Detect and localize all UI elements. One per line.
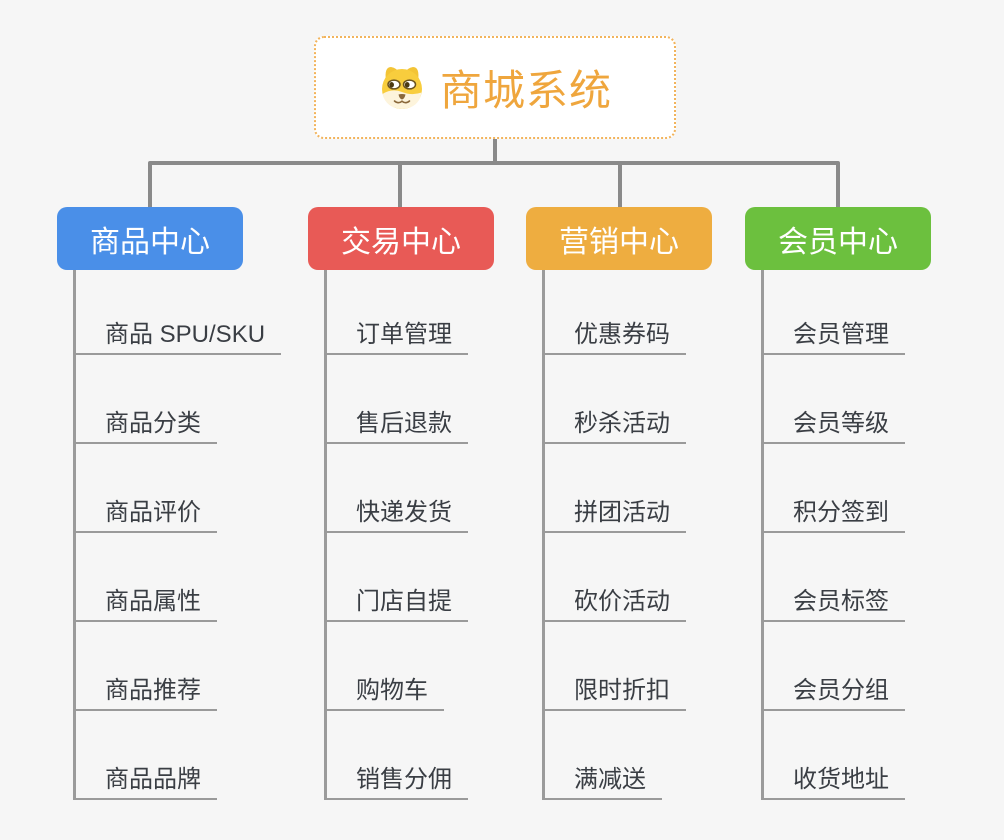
- doge-icon: [378, 64, 426, 112]
- topic-node[interactable]: 积分签到: [761, 497, 905, 533]
- branch-header-trade[interactable]: 交易中心: [308, 207, 494, 270]
- topic-node[interactable]: 商品品牌: [73, 764, 217, 800]
- branch-header-label: 营销中心: [559, 225, 679, 259]
- branch-header-marketing[interactable]: 营销中心: [526, 207, 712, 270]
- branch-spine: [542, 270, 545, 800]
- topic-node[interactable]: 限时折扣: [542, 675, 686, 711]
- root-topic[interactable]: 商城系统: [314, 36, 676, 139]
- branch-header-label: 商品中心: [90, 225, 210, 259]
- branch-drop-connector: [618, 163, 622, 207]
- topic-node[interactable]: 拼团活动: [542, 497, 686, 533]
- topic-node[interactable]: 售后退款: [324, 408, 468, 444]
- topic-node[interactable]: 商品 SPU/SKU: [73, 319, 282, 355]
- topic-node[interactable]: 优惠券码: [542, 319, 686, 355]
- topic-node[interactable]: 会员分组: [761, 675, 905, 711]
- topic-node[interactable]: 砍价活动: [542, 586, 686, 622]
- branch-spine: [73, 270, 76, 800]
- root-stem-connector: [493, 139, 497, 163]
- branch-drop-connector: [836, 163, 840, 207]
- root-topic-label: 商城系统: [439, 67, 612, 114]
- branch-header-label: 会员中心: [778, 225, 898, 259]
- topic-node[interactable]: 商品推荐: [73, 675, 217, 711]
- branch-drop-connector: [398, 163, 402, 207]
- topic-node[interactable]: 订单管理: [324, 319, 468, 355]
- branch-drop-connector: [148, 163, 152, 207]
- topic-node[interactable]: 会员管理: [761, 319, 905, 355]
- topic-node[interactable]: 商品分类: [73, 408, 217, 444]
- topic-node[interactable]: 销售分佣: [324, 764, 468, 800]
- topic-node[interactable]: 收货地址: [761, 764, 905, 800]
- topic-node[interactable]: 会员标签: [761, 586, 905, 622]
- branch-header-product[interactable]: 商品中心: [57, 207, 243, 270]
- branch-spine: [761, 270, 764, 800]
- topic-node[interactable]: 会员等级: [761, 408, 905, 444]
- branch-horizontal-connector: [148, 161, 840, 165]
- topic-node[interactable]: 商品评价: [73, 497, 217, 533]
- topic-node[interactable]: 购物车: [324, 675, 444, 711]
- topic-node[interactable]: 满减送: [542, 764, 662, 800]
- branch-header-label: 交易中心: [341, 225, 461, 259]
- topic-node[interactable]: 门店自提: [324, 586, 468, 622]
- topic-node[interactable]: 快递发货: [324, 497, 468, 533]
- topic-node[interactable]: 商品属性: [73, 586, 217, 622]
- branch-header-member[interactable]: 会员中心: [745, 207, 931, 270]
- topic-node[interactable]: 秒杀活动: [542, 408, 686, 444]
- branch-spine: [324, 270, 327, 800]
